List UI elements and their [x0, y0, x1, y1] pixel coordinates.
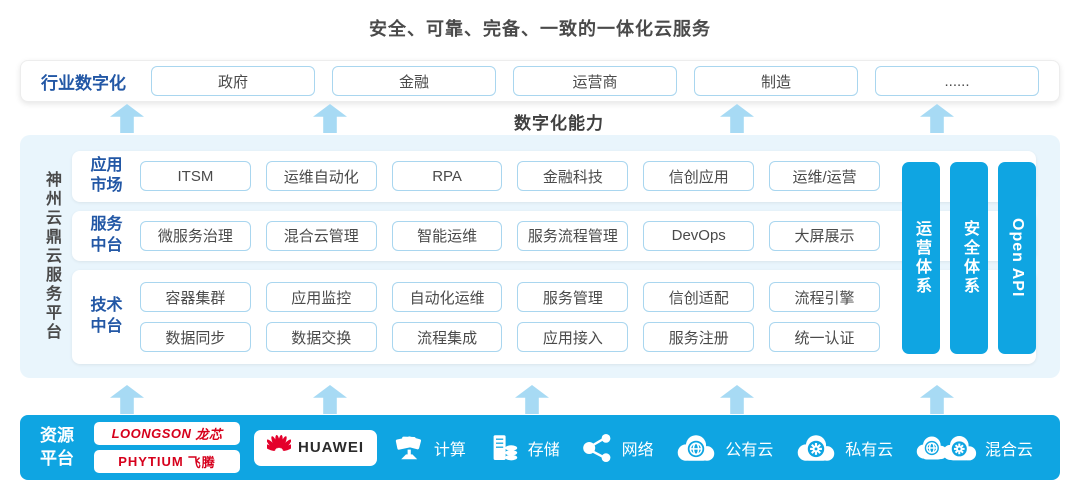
tech-mid-items: 容器集群 应用监控 自动化运维 服务管理 信创适配 流程引擎 数据同步 数据交换…	[140, 282, 880, 353]
resource-item-label: 混合云	[985, 441, 1034, 459]
tech-mid-item: 应用接入	[517, 322, 629, 353]
app-market-item: ITSM	[140, 161, 251, 192]
industry-item-more: ......	[875, 66, 1039, 96]
service-mid-item: 智能运维	[391, 220, 503, 251]
tech-mid-item: 统一认证	[769, 322, 880, 353]
hybrid-cloud-icon	[915, 433, 977, 463]
tech-mid-item: 自动化运维	[391, 282, 503, 313]
cloud-platform-panel: 神州云鼎云服务平台 应用市场 ITSM 运维自动化 RPA 金融科技 信创应用 …	[20, 135, 1060, 378]
row-label-tech-mid: 技术中台	[90, 297, 123, 336]
resource-item-label: 私有云	[845, 441, 894, 459]
side-bars: 运营体系 安全体系 Open API	[902, 162, 1036, 354]
service-mid-items: 微服务治理 混合云管理 智能运维 服务流程管理 DevOps 大屏展示	[140, 220, 880, 251]
app-market-item: 运维自动化	[265, 161, 377, 192]
row-label-service-mid: 服务中台	[90, 216, 123, 254]
platform-rows: 应用市场 ITSM 运维自动化 RPA 金融科技 信创应用 运维/运营 服务中台…	[72, 151, 1036, 365]
phytium-logo: PHYTIUM 飞腾	[94, 450, 240, 473]
resource-item-compute: 计算	[394, 432, 466, 464]
up-arrow-icon	[515, 385, 549, 414]
resource-item-hybrid-cloud: 混合云	[915, 433, 1033, 463]
resource-platform-bar: 资源平台 LOONGSON 龙芯 PHYTIUM 飞腾	[20, 415, 1060, 480]
page-title: 安全、可靠、完备、一致的一体化云服务	[369, 19, 711, 39]
app-market-item: 信创应用	[643, 161, 755, 192]
resource-item-network: 网络	[582, 432, 654, 464]
resource-item-storage: 存储	[488, 432, 560, 464]
resource-item-label: 网络	[621, 441, 654, 459]
resource-item-private-cloud: 私有云	[795, 433, 893, 463]
industry-item-operator: 运营商	[513, 66, 677, 96]
service-mid-item: 微服务治理	[140, 220, 251, 251]
side-bar-operations: 运营体系	[902, 162, 940, 354]
row-service-mid: 服务中台 微服务治理 混合云管理 智能运维 服务流程管理 DevOps 大屏展示	[72, 210, 1036, 262]
app-market-item: 运维/运营	[769, 161, 880, 192]
tech-mid-item: 服务注册	[643, 322, 755, 353]
industry-item-finance: 金融	[332, 66, 496, 96]
side-bar-open-api: Open API	[998, 162, 1036, 354]
huawei-flower-icon	[263, 434, 295, 461]
tech-mid-item: 数据交换	[265, 322, 377, 353]
app-market-item: RPA	[391, 161, 503, 192]
chip-vendors: LOONGSON 龙芯 PHYTIUM 飞腾	[94, 422, 240, 473]
service-mid-item: 混合云管理	[265, 220, 377, 251]
industry-row: 行业数字化 政府 金融 运营商 制造 ......	[20, 60, 1060, 102]
tech-mid-item: 应用监控	[265, 282, 377, 313]
row-label-app-market: 应用市场	[90, 156, 123, 195]
compute-icon	[394, 432, 426, 464]
row-tech-mid: 技术中台 容器集群 应用监控 自动化运维 服务管理 信创适配 流程引擎 数据同步…	[72, 270, 1036, 365]
side-bar-security: 安全体系	[950, 162, 988, 354]
up-arrow-icon	[313, 385, 347, 414]
loongson-logo: LOONGSON 龙芯	[94, 422, 240, 445]
row-app-market: 应用市场 ITSM 运维自动化 RPA 金融科技 信创应用 运维/运营	[72, 151, 1036, 202]
up-arrow-icon	[110, 385, 144, 414]
loongson-latin: LOONGSON	[111, 426, 192, 441]
service-mid-item: 服务流程管理	[517, 220, 629, 251]
resource-items: 计算	[383, 432, 1044, 464]
service-mid-item: DevOps	[643, 220, 755, 251]
phytium-cjk: 飞腾	[187, 455, 216, 470]
service-mid-item: 大屏展示	[769, 220, 880, 251]
tech-mid-item: 流程集成	[391, 322, 503, 353]
resource-item-public-cloud: 公有云	[675, 433, 773, 463]
industry-item-manufacturing: 制造	[694, 66, 858, 96]
resource-item-label: 公有云	[725, 441, 774, 459]
private-cloud-icon	[795, 433, 837, 463]
capability-label: 数字化能力	[514, 114, 604, 133]
up-arrow-icon	[720, 385, 754, 414]
up-arrow-icon	[920, 385, 954, 414]
industry-row-label: 行业数字化	[41, 73, 126, 93]
loongson-cjk: 龙芯	[195, 427, 223, 442]
app-market-item: 金融科技	[517, 161, 629, 192]
public-cloud-icon	[675, 433, 717, 463]
tech-mid-item: 服务管理	[517, 282, 629, 313]
network-icon	[582, 432, 614, 464]
app-market-items: ITSM 运维自动化 RPA 金融科技 信创应用 运维/运营	[140, 161, 880, 192]
resource-platform-label: 资源平台	[40, 425, 74, 468]
storage-icon	[488, 432, 520, 464]
phytium-latin: PHYTIUM	[118, 454, 184, 469]
tech-mid-item: 容器集群	[140, 282, 251, 313]
resource-item-label: 计算	[433, 441, 466, 459]
resource-item-label: 存储	[527, 441, 560, 459]
huawei-wordmark: HUAWEI	[298, 439, 364, 456]
platform-name-vertical: 神州云鼎云服务平台	[43, 171, 60, 342]
tech-mid-item: 流程引擎	[769, 282, 880, 313]
tech-mid-item: 信创适配	[643, 282, 755, 313]
tech-mid-item: 数据同步	[140, 322, 251, 353]
industry-item-government: 政府	[151, 66, 315, 96]
huawei-logo: HUAWEI	[254, 429, 377, 466]
